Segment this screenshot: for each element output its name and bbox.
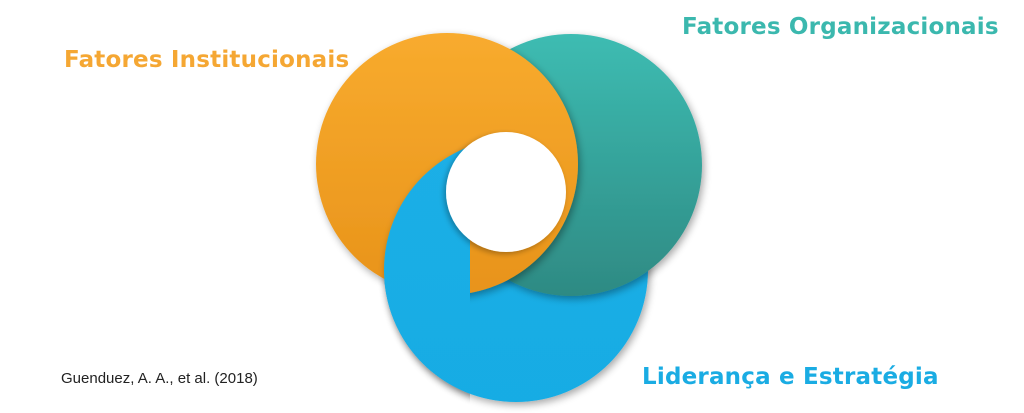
institutional-factors-label: Fatores Institucionais xyxy=(64,47,350,73)
citation: Guenduez, A. A., et al. (2018) xyxy=(61,370,258,387)
center-hole xyxy=(446,132,566,252)
organizational-factors-label: Fatores Organizacionais xyxy=(682,14,999,40)
leadership-strategy-label: Liderança e Estratégia xyxy=(642,364,939,390)
